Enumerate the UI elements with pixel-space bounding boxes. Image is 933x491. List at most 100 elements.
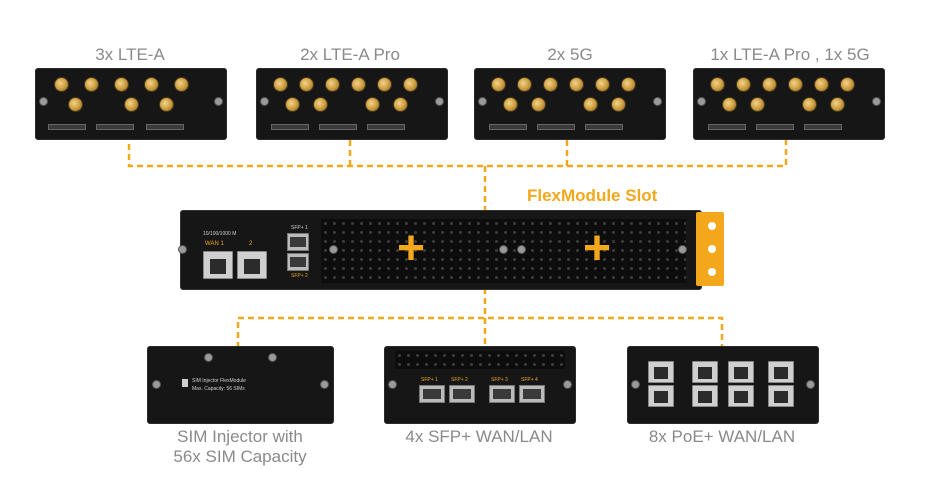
poe-port[interactable] <box>728 361 754 383</box>
poe-port[interactable] <box>728 385 754 407</box>
sim-injector-label-line2: 56x SIM Capacity <box>173 447 307 466</box>
poe-module <box>627 346 819 424</box>
antenna-connector-icon <box>517 77 532 92</box>
antenna-connector-icon <box>802 97 817 112</box>
screw-icon <box>329 245 338 254</box>
antenna-connector-icon <box>114 77 129 92</box>
antenna-connector-icon <box>68 97 83 112</box>
sfp-module-label: 4x SFP+ WAN/LAN <box>405 427 553 446</box>
antenna-connector-icon <box>403 77 418 92</box>
poe-port[interactable] <box>692 361 718 383</box>
sfp-port[interactable] <box>449 385 475 403</box>
screw-icon <box>152 380 161 389</box>
antenna-connector-icon <box>174 77 189 92</box>
wan1-port[interactable] <box>203 251 233 279</box>
screw-icon <box>517 245 526 254</box>
antenna-connector-icon <box>531 97 546 112</box>
sim-slot <box>48 124 86 130</box>
poe-port[interactable] <box>768 385 794 407</box>
screw-icon <box>260 97 269 106</box>
sim-slot <box>804 124 842 130</box>
antenna-connector-icon <box>365 97 380 112</box>
screw-icon <box>499 245 508 254</box>
antenna-connector-icon <box>543 77 558 92</box>
sfp-port-label: SFP+ 1 <box>421 377 438 383</box>
sim-slot <box>489 124 527 130</box>
antenna-connector-icon <box>351 77 366 92</box>
sfp2-label: SFP+ 2 <box>291 273 308 279</box>
antenna-connector-icon <box>788 77 803 92</box>
lte-a-module <box>35 68 227 140</box>
sfp1-label: SFP+ 1 <box>291 225 308 231</box>
sim-slot <box>271 124 309 130</box>
screw-icon <box>872 97 881 106</box>
lte-a-pro-5g-module <box>693 68 885 140</box>
screw-icon <box>806 380 815 389</box>
antenna-connector-icon <box>393 97 408 112</box>
screw-icon <box>388 380 397 389</box>
5g-module <box>474 68 666 140</box>
poe-module-label: 8x PoE+ WAN/LAN <box>648 427 796 446</box>
antenna-connector-icon <box>273 77 288 92</box>
sim-injector-panel-text-1: SIM Injector FlexModule <box>192 378 246 384</box>
antenna-connector-icon <box>503 97 518 112</box>
antenna-connector-icon <box>762 77 777 92</box>
sfp-port-label: SFP+ 2 <box>451 377 468 383</box>
screw-icon <box>214 97 223 106</box>
screw-icon <box>320 380 329 389</box>
screw-icon <box>697 97 706 106</box>
poe-port[interactable] <box>648 361 674 383</box>
sim-injector-label: SIM Injector with 56x SIM Capacity <box>140 427 340 467</box>
antenna-connector-icon <box>491 77 506 92</box>
sfp-port-1[interactable] <box>287 233 309 251</box>
antenna-connector-icon <box>124 97 139 112</box>
vent-grill <box>395 351 565 369</box>
rack-ear <box>696 212 724 286</box>
screw-icon <box>563 380 572 389</box>
wan2-label: 2 <box>249 241 253 247</box>
screw-icon <box>653 97 662 106</box>
poe-port[interactable] <box>648 385 674 407</box>
sfp-port-label: SFP+ 3 <box>491 377 508 383</box>
module-label-lte-a-pro: 2x LTE-A Pro <box>300 45 400 64</box>
sfp-port[interactable] <box>489 385 515 403</box>
antenna-connector-icon <box>325 77 340 92</box>
antenna-connector-icon <box>736 77 751 92</box>
antenna-connector-icon <box>569 77 584 92</box>
router-chassis: 10/100/1000 M WAN 1 2 SFP+ 1 SFP+ 2 + + <box>178 210 702 290</box>
sim-slot <box>146 124 184 130</box>
sim-injector-module: SIM Injector FlexModule Max. Capacity: 5… <box>147 346 334 424</box>
sfp-port[interactable] <box>419 385 445 403</box>
antenna-connector-icon <box>84 77 99 92</box>
antenna-connector-icon <box>830 97 845 112</box>
sfp-port[interactable] <box>519 385 545 403</box>
poe-port[interactable] <box>692 385 718 407</box>
antenna-connector-icon <box>595 77 610 92</box>
screw-icon <box>178 245 187 254</box>
antenna-connector-icon <box>583 97 598 112</box>
flexmodule-slot-title: FlexModule Slot <box>527 186 658 205</box>
antenna-connector-icon <box>285 97 300 112</box>
screw-icon <box>631 380 640 389</box>
sim-slot <box>756 124 794 130</box>
antenna-connector-icon <box>377 77 392 92</box>
plus-icon: + <box>583 222 612 275</box>
sim-slot <box>367 124 405 130</box>
antenna-connector-icon <box>159 97 174 112</box>
antenna-connector-icon <box>299 77 314 92</box>
sim-slot <box>319 124 357 130</box>
wan1-label: WAN 1 <box>205 241 224 247</box>
wan2-port[interactable] <box>237 251 267 279</box>
sim-slot <box>537 124 575 130</box>
screw-icon <box>268 353 277 362</box>
antenna-connector-icon <box>611 97 626 112</box>
module-label-lte-a-pro-5g: 1x LTE-A Pro , 1x 5G <box>710 45 870 64</box>
antenna-connector-icon <box>750 97 765 112</box>
antenna-connector-icon <box>621 77 636 92</box>
poe-port[interactable] <box>768 361 794 383</box>
antenna-connector-icon <box>144 77 159 92</box>
sim-card-icon <box>182 379 188 387</box>
sim-slot <box>708 124 746 130</box>
screw-icon <box>478 97 487 106</box>
sfp-port-2[interactable] <box>287 253 309 271</box>
